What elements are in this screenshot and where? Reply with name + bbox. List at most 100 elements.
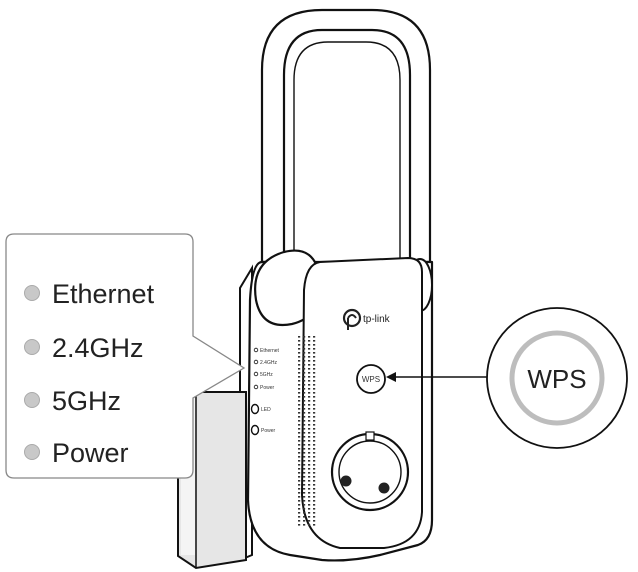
vent-slot (303, 384, 306, 386)
vent-slot (303, 372, 306, 374)
vent-slot (313, 428, 316, 430)
vent-slot (313, 424, 316, 426)
vent-slot (303, 364, 306, 366)
vent-slot (308, 464, 311, 466)
2-4ghz-led (253, 359, 259, 365)
vent-slot (313, 412, 316, 414)
vent-slot (308, 496, 311, 498)
vent-slot (303, 484, 306, 486)
vent-slot (308, 360, 311, 362)
vent-slot (308, 364, 311, 366)
vent-slot (298, 464, 301, 466)
vent-slot (303, 440, 306, 442)
vent-slot (298, 452, 301, 454)
vent-slot (298, 416, 301, 418)
vent-slot (313, 384, 316, 386)
vent-slot (308, 456, 311, 458)
vent-slot (303, 404, 306, 406)
power-button[interactable]: Power (250, 424, 276, 436)
vent-slot (313, 512, 316, 514)
vent-slot (303, 356, 306, 358)
vent-slot (308, 452, 311, 454)
vent-slot (308, 388, 311, 390)
vent-slot (298, 448, 301, 450)
vent-slot (303, 472, 306, 474)
vent-slot (308, 516, 311, 518)
vent-slot (303, 388, 306, 390)
vent-slot (313, 524, 316, 526)
vent-slot (308, 460, 311, 462)
vent-slot (313, 432, 316, 434)
led-button[interactable]: LED (250, 403, 272, 415)
ethernet-led-icon (24, 285, 40, 301)
vent-slot (308, 524, 311, 526)
ethernet-led (253, 347, 259, 353)
vent-slot (298, 468, 301, 470)
vent-slot (298, 396, 301, 398)
vent-slot (298, 380, 301, 382)
vent-slot (308, 512, 311, 514)
vent-slot (303, 348, 306, 350)
brand-logo-text: tp-link (363, 314, 391, 325)
vent-slot (298, 368, 301, 370)
vent-slot (308, 420, 311, 422)
vent-slot (298, 436, 301, 438)
vent-slot (313, 508, 316, 510)
vent-slot (308, 344, 311, 346)
vent-slot (308, 448, 311, 450)
5ghz-led-icon (24, 392, 40, 408)
vent-slot (313, 480, 316, 482)
vent-slot (313, 396, 316, 398)
vent-slot (303, 416, 306, 418)
vent-slot (313, 496, 316, 498)
vent-slot (303, 448, 306, 450)
callout-label-5ghz: 5GHz (52, 386, 121, 416)
vent-slot (313, 500, 316, 502)
panel-label-5ghz: 5GHz (260, 372, 273, 378)
vent-slot (298, 404, 301, 406)
vent-slot (313, 380, 316, 382)
vent-slot (303, 520, 306, 522)
vent-slot (308, 336, 311, 338)
vent-slot (308, 476, 311, 478)
vent-slot (298, 336, 301, 338)
vent-slot (298, 344, 301, 346)
vent-slot (313, 452, 316, 454)
vent-slot (308, 424, 311, 426)
vent-slot (308, 492, 311, 494)
vent-slot (298, 492, 301, 494)
vent-slot (298, 476, 301, 478)
power-led-icon (24, 444, 40, 460)
vent-slot (303, 476, 306, 478)
vent-slot (303, 432, 306, 434)
socket-pin-hole (378, 482, 390, 494)
vent-slot (308, 444, 311, 446)
vent-slot (298, 508, 301, 510)
vent-slot (313, 372, 316, 374)
vent-slot (313, 356, 316, 358)
wps-button[interactable]: WPS (356, 364, 386, 394)
callout-label-2-4ghz: 2.4GHz (52, 333, 144, 363)
vent-slot (308, 396, 311, 398)
vent-slot (298, 460, 301, 462)
vent-slot (313, 348, 316, 350)
callout-label-power: Power (52, 438, 129, 468)
vent-slot (298, 372, 301, 374)
vent-slot (303, 508, 306, 510)
vent-slot (308, 380, 311, 382)
vent-slot (303, 444, 306, 446)
vent-slot (298, 520, 301, 522)
vent-slot (308, 504, 311, 506)
vent-slot (313, 400, 316, 402)
vent-slot (313, 448, 316, 450)
vent-slot (298, 408, 301, 410)
power-button-label: Power (261, 428, 276, 434)
vent-slot (313, 388, 316, 390)
vent-slot (313, 420, 316, 422)
vent-slot (303, 504, 306, 506)
vent-slot (303, 436, 306, 438)
vent-slot (303, 512, 306, 514)
vent-slot (313, 484, 316, 486)
vent-slot (303, 340, 306, 342)
vent-slot (303, 368, 306, 370)
